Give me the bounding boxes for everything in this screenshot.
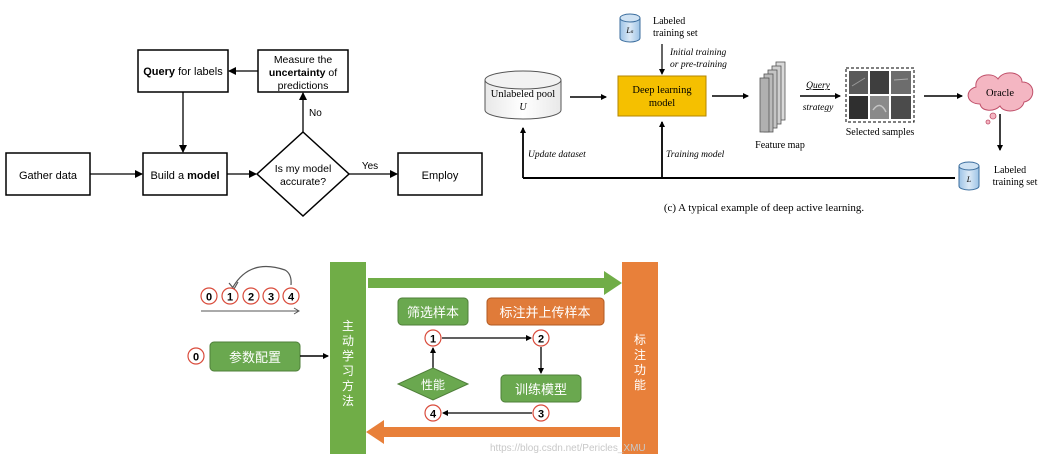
gather-data-label: Gather data [19,170,78,182]
cyl-bottom-symbol: L [966,175,972,184]
query-labels-box [137,49,229,93]
svg-text:注: 注 [634,347,646,362]
yes-label: Yes [362,161,378,172]
seq-circle-0: 0 [200,287,218,305]
train-model-box [500,374,582,403]
svg-text:0: 0 [193,352,199,364]
svg-text:2: 2 [248,292,254,304]
labeling-function-bar [622,262,658,454]
loop-circle-1: 1 [424,329,442,347]
svg-text:习: 习 [342,364,354,378]
label-upload-box [486,297,605,326]
green-flow-arrow [368,271,622,295]
query-labels-label: Query for labels [143,66,223,78]
svg-text:1: 1 [430,334,436,346]
oracle-label: Oracle [986,88,1014,99]
loop-circle-4: 4 [424,404,442,422]
build-model-label: Build a model [150,170,219,182]
svg-text:主: 主 [342,319,354,333]
svg-text:2: 2 [538,334,544,346]
loop-circle-3: 3 [532,404,550,422]
watermark: https://blog.csdn.net/Pericles_XMU [490,443,646,454]
build-model-box [142,152,228,196]
initial-line2: or pre-training [670,60,727,70]
svg-text:3: 3 [538,409,544,421]
decision-diamond [255,130,351,218]
selected-samples-grid [845,67,915,123]
svg-text:4: 4 [430,409,437,421]
query-strategy-line2: strategy [803,103,834,113]
unlabeled-pool-cylinder [484,70,562,120]
labeled-set-top-cylinder: Lₛ [619,13,641,43]
measure-line1: Measure the [274,54,333,66]
pool-symbol: U [519,102,527,113]
no-label: No [309,108,322,119]
decision-line1: Is my model [275,163,332,175]
seq-circle-2: 2 [242,287,260,305]
labeled-top-line1: Labeled [653,16,685,27]
measure-line2: uncertainty of [269,67,337,79]
labeled-top-line2: training set [653,28,698,39]
deep-learning-model-box [617,75,707,117]
svg-text:动: 动 [342,334,354,348]
initial-line1: Initial training [669,48,726,58]
selected-samples-label: Selected samples [846,127,915,138]
svg-text:能: 能 [634,378,646,392]
pool-line1: Unlabeled pool [491,89,556,100]
dl-line2: model [649,98,675,109]
seq-circle-3: 3 [262,287,280,305]
train-model-label: 训练模型 [515,383,567,398]
loop-circle-2: 2 [532,329,550,347]
deep-active-learning-diagram: Lₛ Labeled training set Initial training… [484,13,1038,214]
caption-c: (c) A typical example of deep active lea… [664,202,865,214]
svg-text:功: 功 [634,363,646,377]
cyl-top-symbol: Lₛ [625,26,633,35]
labeled-bottom-line2: training set [993,177,1038,188]
seq-circle-1: 1 [221,287,239,305]
employ-label: Employ [422,170,459,182]
svg-text:方: 方 [342,378,354,393]
svg-text:学: 学 [342,348,354,363]
performance-label: 性能 [421,378,445,392]
measure-line3: predictions [278,80,329,92]
filter-samples-box [397,297,469,326]
query-strategy-line1: Query [806,81,831,91]
seq-circle-4: 4 [282,287,300,305]
oracle-cloud [967,72,1034,125]
svg-text:0: 0 [206,292,212,304]
labeled-set-bottom-cylinder: L [958,161,980,191]
active-learning-bar [330,262,366,454]
svg-text:标: 标 [634,333,646,347]
label-upload-label: 标注并上传样本 [499,306,590,321]
active-learning-bar-label: 主 动 学 习 方 法 [342,319,354,408]
labeled-bottom-line1: Labeled [994,165,1026,176]
cn-active-learning-diagram: 0 1 2 3 4 0 [187,262,658,454]
svg-text:3: 3 [268,292,274,304]
labeling-function-bar-label: 标 注 功 能 [634,333,646,392]
params-config-label: 参数配置 [229,350,281,366]
flowchart-active-learning: Gather data Build a model Is my model ac… [5,49,483,218]
svg-text:1: 1 [227,292,233,304]
svg-text:4: 4 [288,292,295,304]
feature-map-label: Feature map [755,140,805,151]
filter-samples-label: 筛选样本 [407,306,459,321]
training-model-label: Training model [666,150,725,160]
step-0-circle: 0 [187,347,205,365]
step-sequence: 0 1 2 3 4 [200,265,300,315]
dl-line1: Deep learning [632,85,692,96]
employ-box [397,152,483,196]
svg-text:法: 法 [342,394,354,408]
decision-line2: accurate? [280,176,326,188]
gather-data-box [5,152,91,196]
update-dataset-label: Update dataset [528,150,586,160]
feature-map-stack [759,61,786,133]
orange-flow-arrow [366,420,620,444]
performance-diamond [396,367,470,401]
